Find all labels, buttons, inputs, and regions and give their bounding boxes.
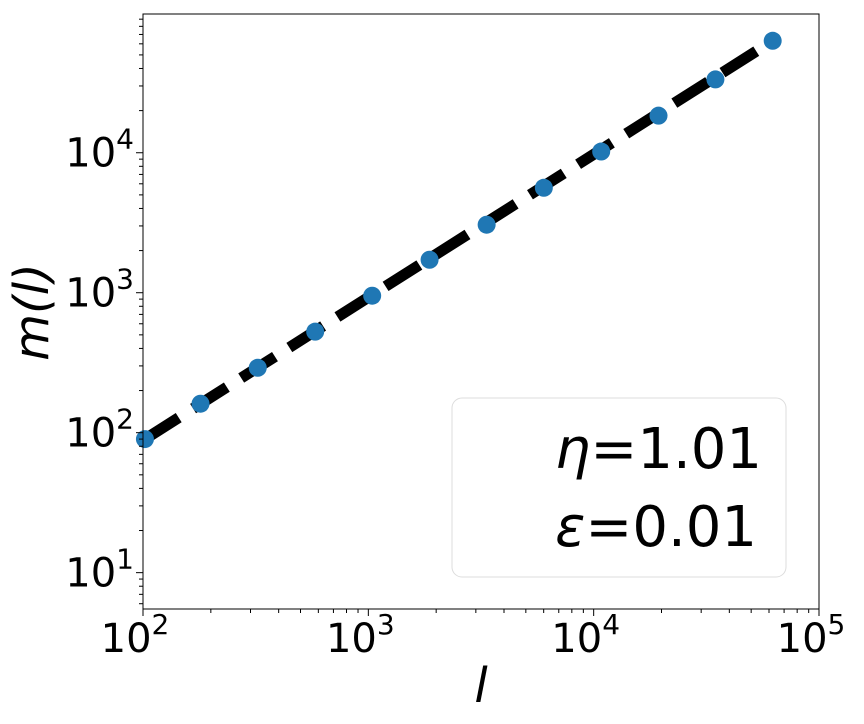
legend-eta: η=1.01 [555,417,762,482]
y-tick-label: 104 [65,123,134,177]
y-axis-label: m(l) [4,263,60,361]
legend-epsilon-symbol: ε [555,495,585,560]
data-point [191,394,210,413]
data-point [363,286,382,305]
legend-epsilon-value: =0.01 [585,495,757,560]
x-axis-label: l [474,658,488,714]
data-point [306,322,325,341]
legend-box [451,397,787,578]
data-point [135,430,154,449]
y-tick-label: 101 [65,543,134,597]
y-tick-label: 102 [65,403,134,457]
plot-frame [142,13,820,610]
legend: η=1.01 ε=0.01 [451,397,787,578]
data-point [534,178,553,197]
legend-epsilon: ε=0.01 [555,495,757,560]
legend-eta-symbol: η [555,417,591,482]
data-point [477,215,496,234]
x-tick-label: 105 [777,608,846,662]
x-tick-label: 103 [326,608,395,662]
data-point [649,106,668,125]
fit-line [141,36,776,444]
data-point [592,142,611,161]
data-point [420,250,439,269]
x-tick-label: 104 [551,608,620,662]
legend-eta-value: =1.01 [590,417,762,482]
y-tick-label: 103 [65,263,134,317]
data-point [706,70,725,89]
data-point [248,358,267,377]
x-tick-label: 102 [101,608,170,662]
data-point [763,31,782,50]
